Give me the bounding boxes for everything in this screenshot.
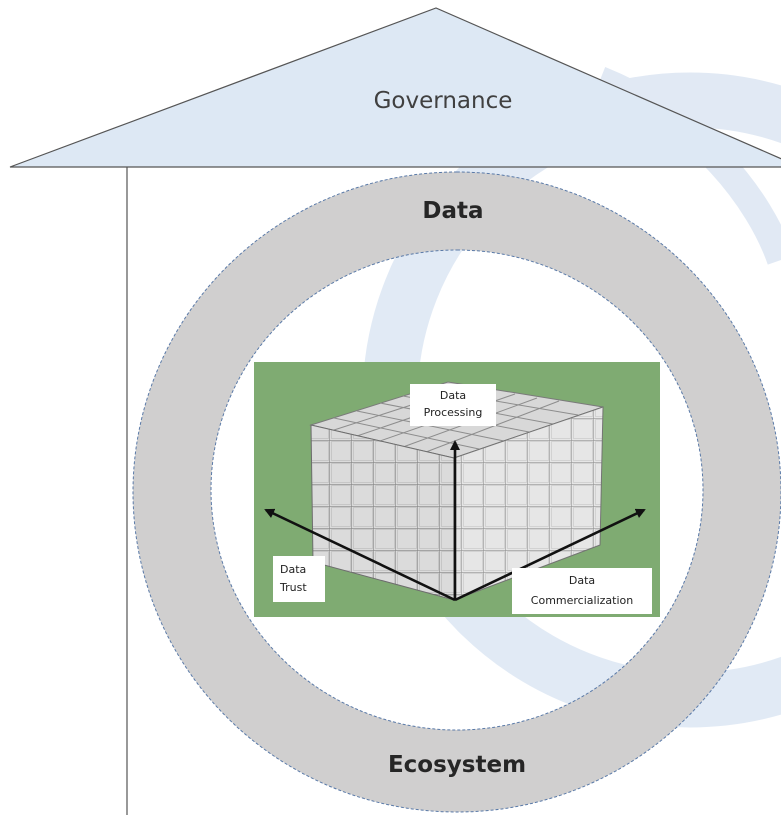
data-cube-panel: Data Processing Data Trust Data Commerci… [254, 362, 660, 617]
ring-bottom-label: Ecosystem [388, 752, 526, 778]
axis-label-processing: Data Processing [410, 384, 496, 426]
axis-label-commercialization: Data Commercialization [512, 568, 652, 614]
axis-label-commercialization-line2: Commercialization [531, 594, 633, 607]
axis-right-arrow [454, 508, 646, 602]
axis-label-trust: Data Trust [273, 556, 325, 602]
cube-left-shade [311, 425, 454, 600]
axis-left-arrow [264, 508, 456, 602]
axis-label-processing-line2: Processing [424, 406, 483, 419]
ring-top-label: Data [422, 198, 483, 224]
axis-label-commercialization-line1: Data [569, 574, 595, 587]
data-ecosystem-ring [132, 171, 781, 813]
governance-label: Governance [374, 88, 513, 114]
cube-right-shade [454, 407, 603, 600]
axis-label-trust-line1: Data [280, 563, 306, 576]
governance-roof [9, 7, 781, 168]
axis-label-trust-line2: Trust [279, 581, 307, 594]
axis-label-processing-line1: Data [440, 389, 466, 402]
